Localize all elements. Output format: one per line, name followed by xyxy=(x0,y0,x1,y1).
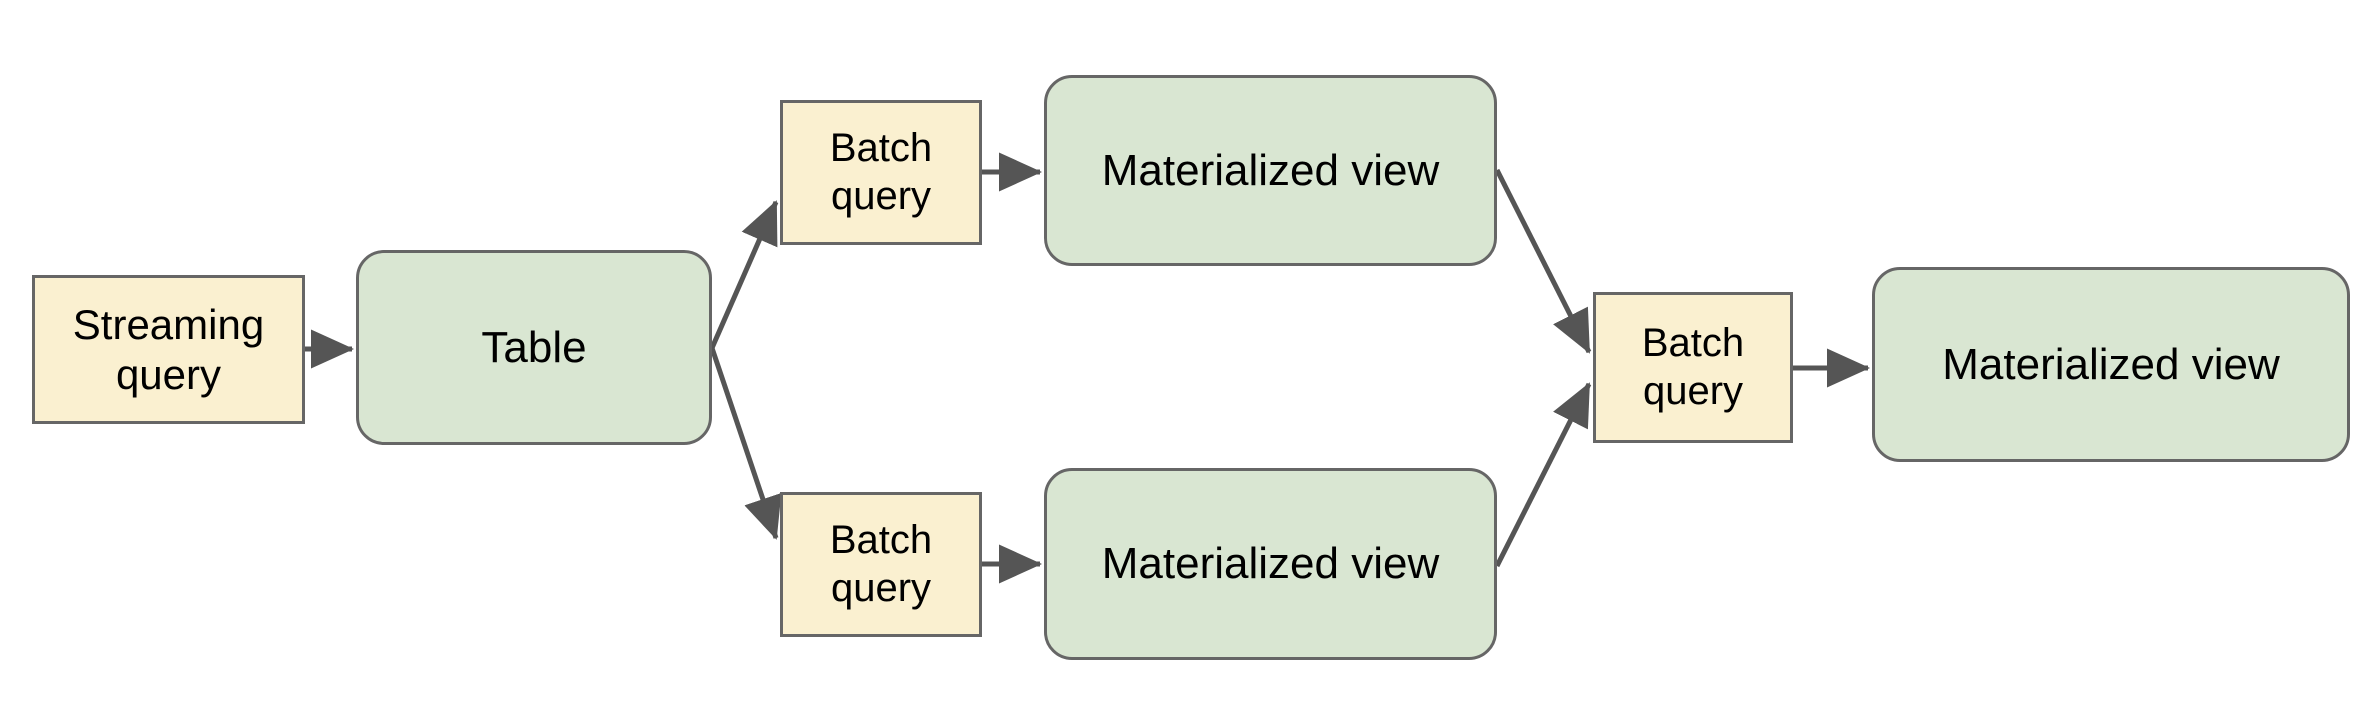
node-batch-query-top[interactable]: Batch query xyxy=(780,100,982,245)
node-streaming-query[interactable]: Streaming query xyxy=(32,275,305,424)
edge-mv-bottom-to-batch-right xyxy=(1494,382,1592,568)
node-batch-query-bottom[interactable]: Batch query xyxy=(780,492,982,637)
node-materialized-view-bottom[interactable]: Materialized view xyxy=(1044,468,1497,660)
node-batch-query-right[interactable]: Batch query xyxy=(1593,292,1793,443)
node-table[interactable]: Table xyxy=(356,250,712,445)
node-materialized-view-right[interactable]: Materialized view xyxy=(1872,267,2350,462)
edge-table-to-batch-top xyxy=(709,200,779,350)
edge-table-to-batch-bottom xyxy=(709,347,782,540)
edge-mv-top-to-batch-right xyxy=(1494,168,1592,354)
node-materialized-view-top[interactable]: Materialized view xyxy=(1044,75,1497,266)
